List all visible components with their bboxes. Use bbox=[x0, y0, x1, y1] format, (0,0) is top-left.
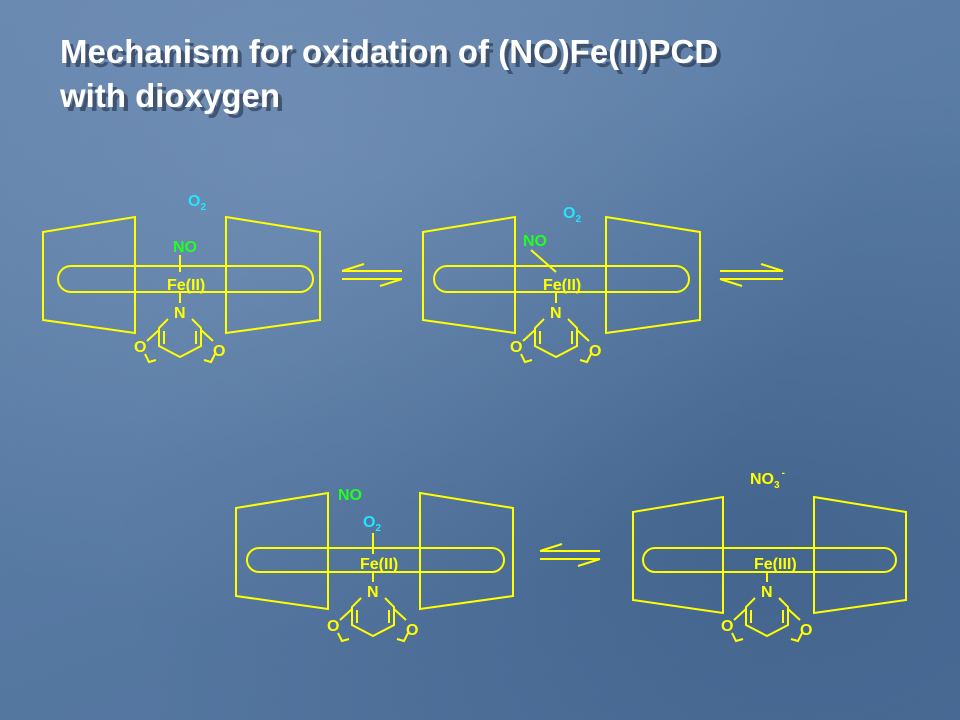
ether-oxygen-right-label: O bbox=[800, 622, 812, 639]
dioxygen-label: O2 bbox=[563, 205, 581, 225]
pyridine-nitrogen-label: N bbox=[174, 305, 186, 322]
ether-oxygen-right-label: O bbox=[589, 343, 601, 360]
structure-2: O2 NO Fe(II) N O O bbox=[422, 205, 701, 364]
axial-bond-top bbox=[530, 249, 557, 273]
nitrosyl-label: NO bbox=[338, 487, 362, 504]
pyridine-ring bbox=[158, 318, 202, 359]
iron-label: Fe(II) bbox=[360, 556, 398, 573]
ether-oxygen-left-label: O bbox=[134, 339, 146, 356]
structure-3: NO O2 Fe(II) N O O bbox=[235, 487, 514, 643]
pyridine-nitrogen-label: N bbox=[550, 305, 562, 322]
cyclodextrin-right-cup bbox=[419, 491, 514, 611]
linker-right bbox=[576, 329, 592, 364]
pyridine-ring bbox=[534, 318, 578, 359]
nitrate-label: NO3- bbox=[750, 468, 785, 491]
linker-left bbox=[520, 329, 536, 364]
ether-oxygen-left-label: O bbox=[721, 618, 733, 635]
porphyrin-plane bbox=[57, 265, 314, 293]
linker-right bbox=[787, 608, 803, 643]
structure-1: O2 NO Fe(II) N O O bbox=[42, 193, 321, 364]
slide-title: Mechanism for oxidation of (NO)Fe(II)PCD… bbox=[60, 30, 940, 118]
cyclodextrin-left-cup bbox=[42, 215, 136, 335]
linker-right bbox=[393, 608, 409, 643]
porphyrin-plane bbox=[246, 547, 505, 573]
cyclodextrin-right-cup bbox=[813, 495, 907, 615]
pyridine-ring bbox=[351, 597, 395, 638]
dioxygen-label: O2 bbox=[363, 514, 381, 534]
iron-label: Fe(II) bbox=[543, 277, 581, 294]
structure-4: NO3- Fe(III) N O O bbox=[632, 468, 907, 643]
linker-left bbox=[337, 608, 353, 643]
pyridine-ring bbox=[745, 597, 789, 638]
pyridine-nitrogen-label: N bbox=[367, 584, 379, 601]
ether-oxygen-left-label: O bbox=[327, 618, 339, 635]
ether-oxygen-left-label: O bbox=[510, 339, 522, 356]
nitrosyl-label: NO bbox=[523, 233, 547, 250]
iron-label: Fe(II) bbox=[167, 277, 205, 294]
ether-oxygen-right-label: O bbox=[213, 343, 225, 360]
iron-label: Fe(III) bbox=[754, 556, 797, 573]
dioxygen-label: O2 bbox=[188, 193, 206, 213]
title-line-1: Mechanism for oxidation of (NO)Fe(II)PCD bbox=[60, 33, 719, 70]
cyclodextrin-left-cup bbox=[422, 215, 516, 335]
linker-right bbox=[200, 329, 216, 364]
equilibrium-arrow-2 bbox=[719, 263, 784, 287]
linker-left bbox=[144, 329, 160, 364]
linker-left bbox=[731, 608, 747, 643]
title-line-2: with dioxygen bbox=[60, 77, 281, 114]
equilibrium-arrow-3 bbox=[539, 543, 601, 567]
nitrosyl-label: NO bbox=[173, 239, 197, 256]
pyridine-nitrogen-label: N bbox=[761, 584, 773, 601]
cyclodextrin-left-cup bbox=[235, 491, 329, 611]
porphyrin-plane bbox=[433, 265, 690, 293]
cyclodextrin-right-cup bbox=[605, 215, 701, 335]
cyclodextrin-left-cup bbox=[632, 495, 724, 615]
porphyrin-plane bbox=[642, 547, 897, 573]
ether-oxygen-right-label: O bbox=[406, 622, 418, 639]
equilibrium-arrow-1 bbox=[341, 263, 403, 287]
cyclodextrin-right-cup bbox=[225, 215, 321, 335]
